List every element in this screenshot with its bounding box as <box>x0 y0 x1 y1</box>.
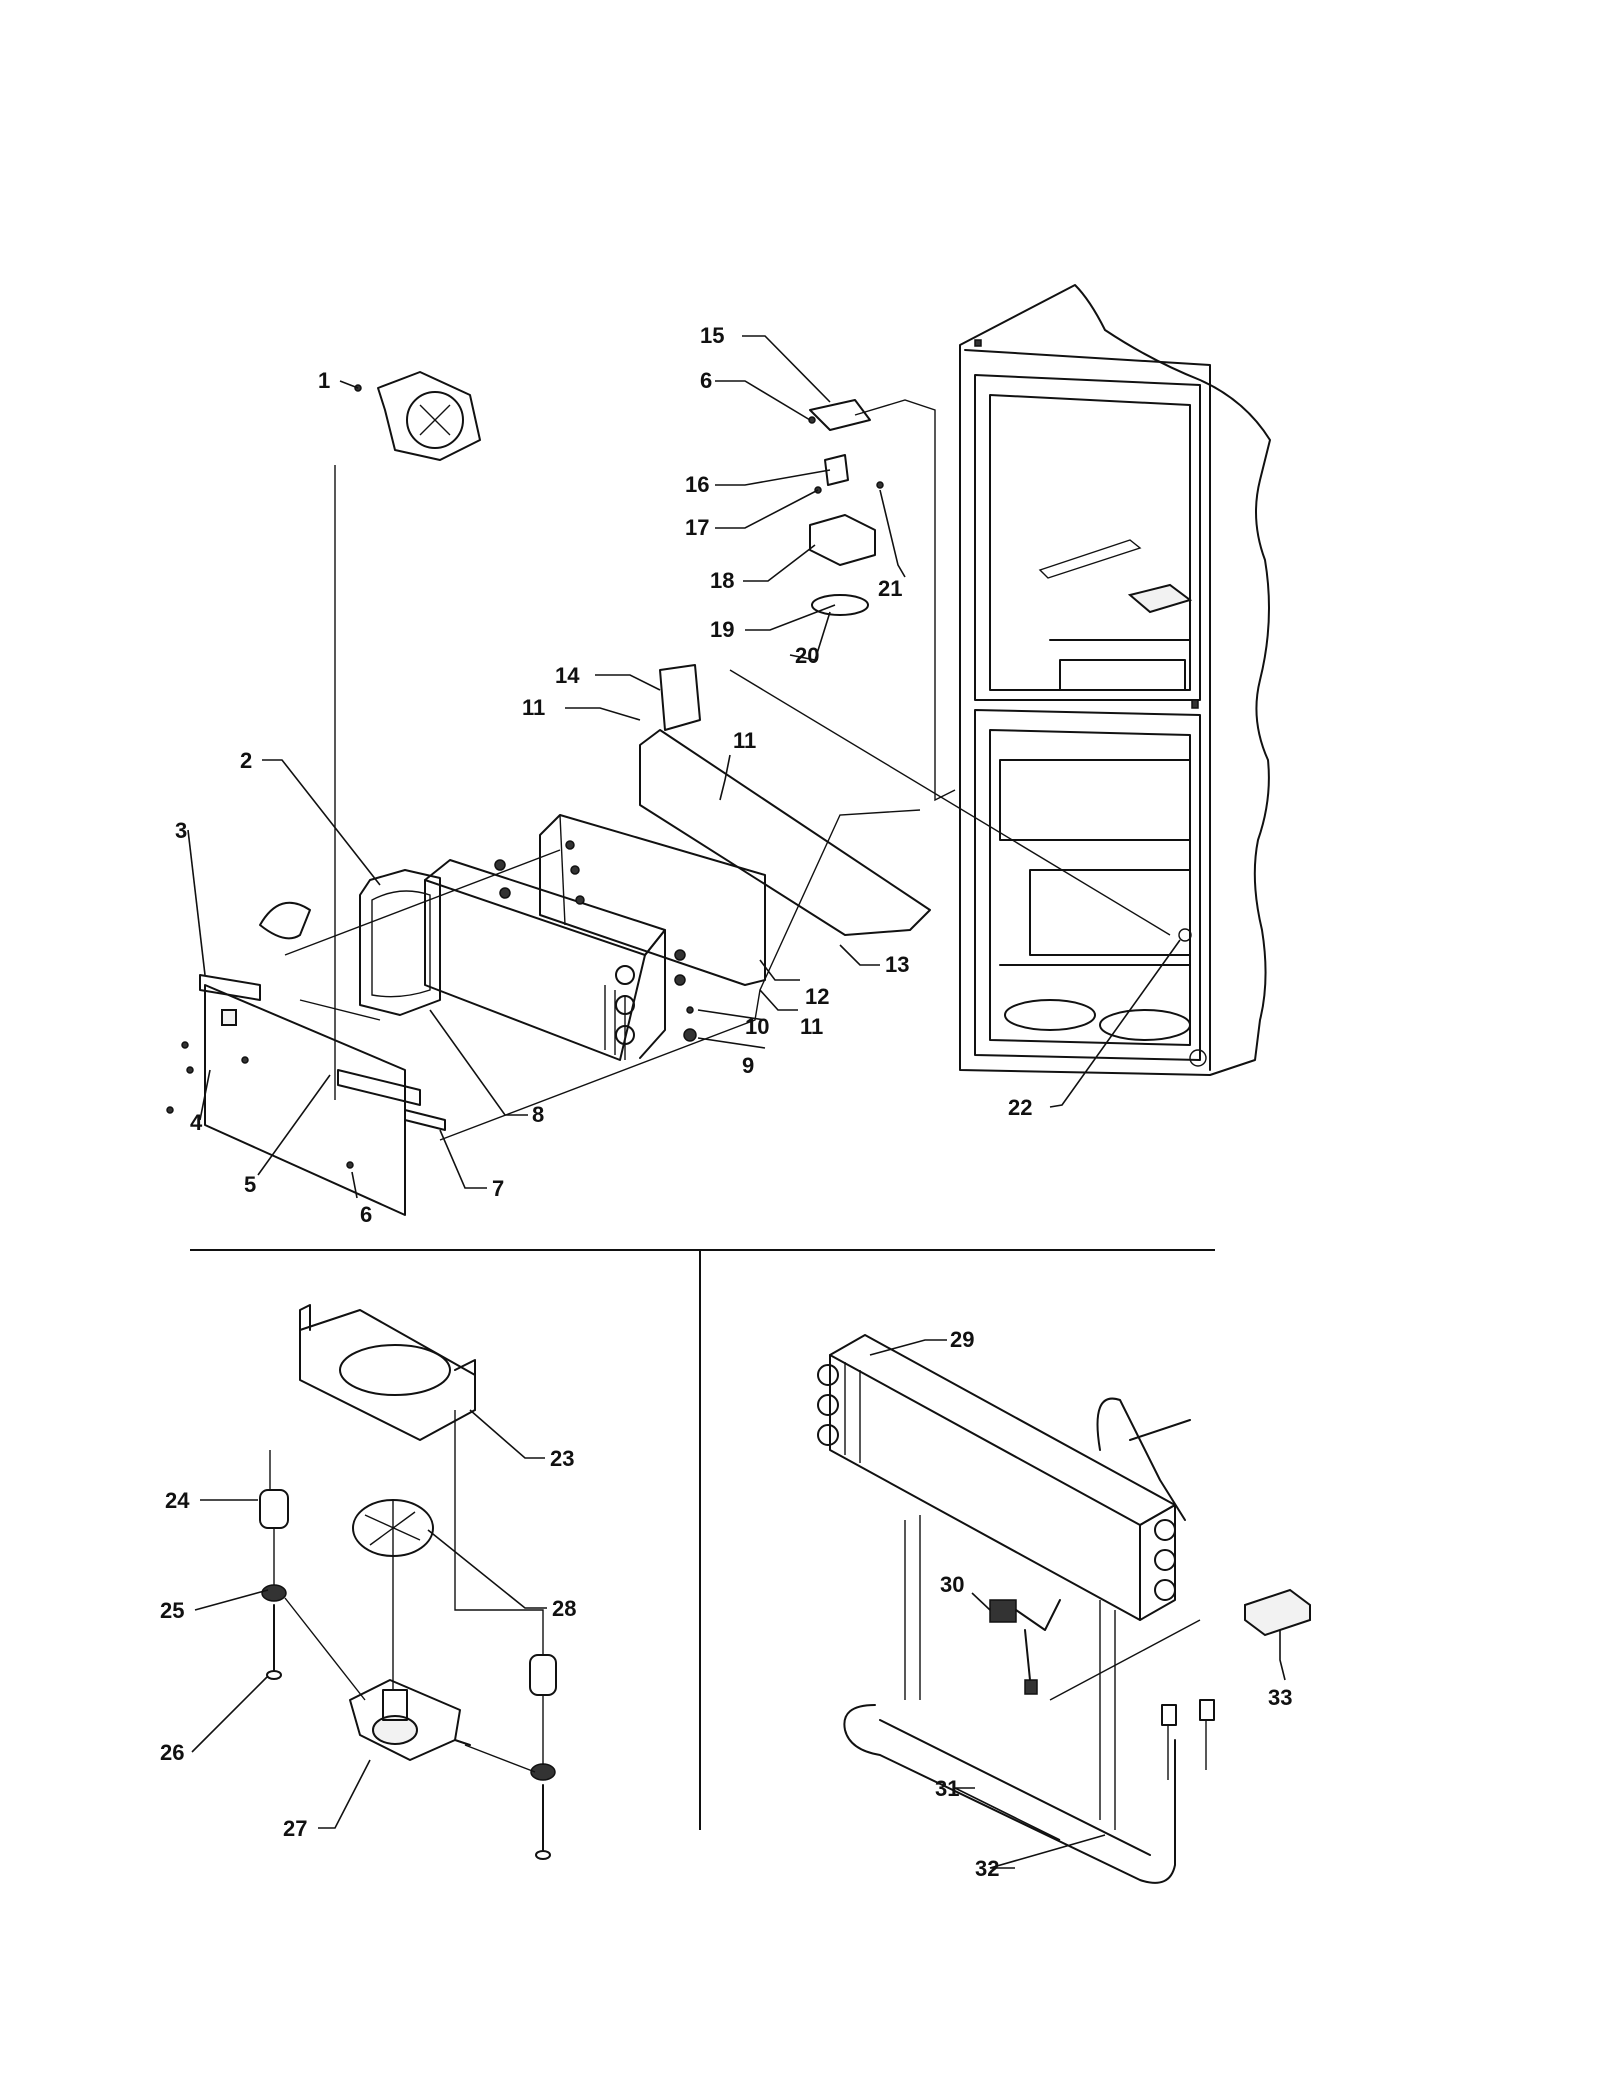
evaporator-coil-assembly <box>817 1334 1311 1884</box>
callout-32: 32 <box>975 1856 999 1881</box>
callout-3: 3 <box>175 818 187 843</box>
part-33-terminal-block <box>1244 1588 1311 1637</box>
part-29-evaporator-coil <box>817 1334 1191 1621</box>
callout-15: 15 <box>700 323 724 348</box>
callout-6-lower: 6 <box>360 1202 372 1227</box>
part-24-spacer-right <box>529 1654 557 1696</box>
part-30-defrost-thermostat <box>989 1599 1061 1695</box>
callout-21: 21 <box>878 576 902 601</box>
part-26-screw <box>266 1604 551 1860</box>
callout-7: 7 <box>492 1176 504 1201</box>
callout-8: 8 <box>532 1102 544 1127</box>
callout-11-b: 11 <box>733 728 756 753</box>
part-32-heater-clips <box>904 1515 1201 1830</box>
callout-11-c: 11 <box>800 1014 823 1039</box>
callout-6-upper: 6 <box>700 368 712 393</box>
callout-26: 26 <box>160 1740 184 1765</box>
callout-17: 17 <box>685 515 709 540</box>
part-1-fan-bracket <box>354 371 481 461</box>
part-13-air-duct <box>639 729 931 936</box>
callout-27: 27 <box>283 1816 307 1841</box>
callout-18: 18 <box>710 568 734 593</box>
callout-4: 4 <box>190 1110 203 1135</box>
refrigerator-cabinet <box>959 284 1271 1076</box>
callout-11-a: 11 <box>522 695 545 720</box>
part-9-nut <box>683 1028 697 1042</box>
callout-28: 28 <box>552 1596 576 1621</box>
callout-33: 33 <box>1268 1685 1292 1710</box>
callout-1: 1 <box>318 368 330 393</box>
part-14-damper-cover <box>659 664 701 731</box>
callout-14: 14 <box>555 663 580 688</box>
part-5-bracket <box>337 1069 421 1106</box>
part-27-fan-motor <box>349 1679 471 1761</box>
callout-9: 9 <box>742 1053 754 1078</box>
part-7-trim <box>404 1109 446 1131</box>
callout-5: 5 <box>244 1172 256 1197</box>
callout-31: 31 <box>935 1776 959 1801</box>
callout-20: 20 <box>795 643 819 668</box>
part-31-defrost-heater <box>843 1699 1215 1884</box>
callout-25: 25 <box>160 1598 184 1623</box>
part-4-cover-panel <box>166 974 406 1216</box>
part-24-spacer <box>259 1489 289 1529</box>
callout-10: 10 <box>745 1014 769 1039</box>
callout-30: 30 <box>940 1572 964 1597</box>
callout-16: 16 <box>685 472 709 497</box>
part-8-evaporator <box>259 859 666 1061</box>
part-23-fan-bracket <box>299 1304 476 1441</box>
callout-12: 12 <box>805 984 829 1009</box>
fan-motor-assembly <box>259 1304 557 1860</box>
part-28-fan-blade <box>352 1499 434 1557</box>
callout-22: 22 <box>1008 1095 1032 1120</box>
callout-labels: 1 2 3 4 5 6 6 7 8 9 10 11 11 11 12 13 14… <box>160 323 1292 1881</box>
part-10-screw <box>686 1006 694 1014</box>
callout-29: 29 <box>950 1327 974 1352</box>
callout-23: 23 <box>550 1446 574 1471</box>
callout-2: 2 <box>240 748 252 773</box>
part-12-back-panel <box>494 814 766 986</box>
part-2-fan-shroud <box>359 869 441 1016</box>
callout-19: 19 <box>710 617 734 642</box>
callout-13: 13 <box>885 952 909 977</box>
part-25-grommet <box>261 1584 287 1602</box>
leader-lines <box>187 335 1286 1869</box>
control-housing-assembly <box>808 399 884 616</box>
callout-24: 24 <box>165 1488 190 1513</box>
evaporator-cover-assembly <box>166 371 931 1216</box>
